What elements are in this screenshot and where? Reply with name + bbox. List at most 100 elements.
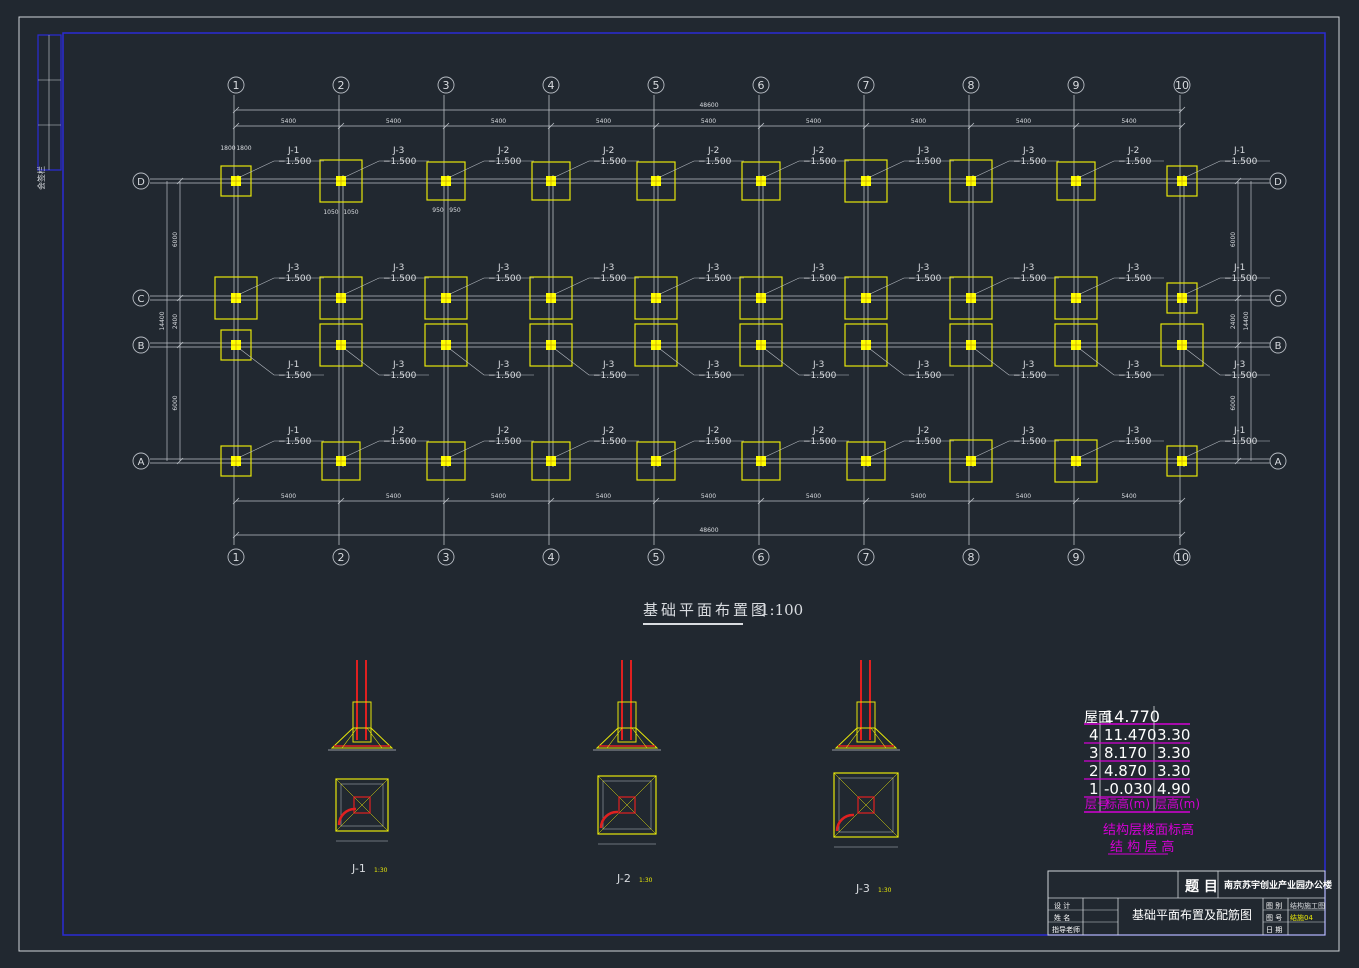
footing-C9 xyxy=(1054,276,1098,320)
footing-B9 xyxy=(1054,323,1098,367)
footing-type-label: J-3 xyxy=(497,263,509,273)
detail-scale: 1:30 xyxy=(639,877,653,884)
bay-dimension: 5400 xyxy=(1121,493,1136,500)
axis-bubble-4 xyxy=(542,548,560,566)
bay-dimension: 5400 xyxy=(491,493,506,500)
footing-elevation-label: −1.500 xyxy=(278,371,312,381)
axis-bubble-10 xyxy=(1173,548,1191,566)
footing-A6 xyxy=(741,441,781,481)
footing-B3 xyxy=(424,323,468,367)
footing-elevation-label: −1.500 xyxy=(698,274,732,284)
right-label-2: 图 号 xyxy=(1266,914,1282,922)
footing-elevation-label: −1.500 xyxy=(383,157,417,167)
right-label-3: 日 期 xyxy=(1266,926,1282,934)
footing-A3 xyxy=(426,441,466,481)
axis-label-4: 4 xyxy=(548,79,555,92)
axis-bubble-10 xyxy=(1173,76,1191,94)
axis-bubble-6 xyxy=(752,76,770,94)
footing-C1 xyxy=(214,276,258,320)
header-elevation: 标高(m) xyxy=(1105,796,1150,811)
axis-label-1: 1 xyxy=(233,551,240,564)
footing-A1 xyxy=(220,445,252,477)
footing-layer xyxy=(214,159,1204,483)
detail-dimension: 950 xyxy=(449,207,461,214)
footing-C8 xyxy=(949,276,993,320)
axis-bubble-7 xyxy=(857,76,875,94)
axis-bubble-B xyxy=(132,336,150,354)
axis-bubble-5 xyxy=(647,76,665,94)
axis-label-9: 9 xyxy=(1073,551,1080,564)
footing-B6 xyxy=(739,323,783,367)
footing-type-label: J-3 xyxy=(1127,360,1139,370)
footing-elevation-label: −1.500 xyxy=(488,157,522,167)
footing-elevation-label: −1.500 xyxy=(488,371,522,381)
axis-label-8: 8 xyxy=(968,551,975,564)
axis-bubble-6 xyxy=(752,548,770,566)
project-label: 题 目 xyxy=(1185,879,1218,895)
axis-label-B: B xyxy=(1275,341,1282,352)
axis-bubble-2 xyxy=(332,76,350,94)
footing-D5 xyxy=(636,161,676,201)
axis-label-6: 6 xyxy=(758,79,765,92)
axis-bubble-3 xyxy=(437,548,455,566)
footing-elevation-label: −1.500 xyxy=(278,274,312,284)
footing-D2 xyxy=(319,159,363,203)
footing-B4 xyxy=(529,323,573,367)
bay-dimension: 5400 xyxy=(806,118,821,125)
footing-type-label: J-3 xyxy=(1022,146,1034,156)
detail-label: J-3 xyxy=(855,882,870,895)
footing-type-label: J-2 xyxy=(497,146,509,156)
axis-label-10: 10 xyxy=(1175,79,1189,92)
right-label-1: 图 别 xyxy=(1266,901,1282,910)
bay-dimension: 5400 xyxy=(806,493,821,500)
axis-label-7: 7 xyxy=(863,551,870,564)
footing-type-label: J-1 xyxy=(287,146,299,156)
floor-number: 2 xyxy=(1089,762,1099,780)
footing-B2 xyxy=(319,323,363,367)
header-floor: 层号 xyxy=(1085,797,1109,811)
axis-label-C: C xyxy=(1275,294,1282,305)
bay-dimension: 5400 xyxy=(386,493,401,500)
footing-elevation-label: −1.500 xyxy=(1224,274,1258,284)
floor-elevation: 8.170 xyxy=(1104,744,1147,762)
footing-type-label: J-2 xyxy=(602,146,614,156)
footing-type-label: J-3 xyxy=(1022,263,1034,273)
title-block: 题 目 南京苏宇创业产业园办公楼 基础平面布置及配筋图 设 计 姓 名 指导老师… xyxy=(1047,870,1332,936)
header-height: 层高(m) xyxy=(1155,796,1200,811)
footing-type-label: J-3 xyxy=(917,360,929,370)
footing-elevation-label: −1.500 xyxy=(1013,274,1047,284)
axis-bubble-A xyxy=(1269,452,1287,470)
detail-dimension: 1050 xyxy=(343,209,358,216)
detail-dimension: 1800 xyxy=(220,145,235,152)
axis-bubble-1 xyxy=(227,76,245,94)
footing-type-label: J-3 xyxy=(707,263,719,273)
footing-type-label: J-2 xyxy=(707,146,719,156)
footing-type-label: J-1 xyxy=(287,426,299,436)
footing-type-label: J-3 xyxy=(1022,360,1034,370)
footing-C5 xyxy=(634,276,678,320)
footing-elevation-label: −1.500 xyxy=(488,437,522,447)
footing-type-label: J-3 xyxy=(1127,426,1139,436)
axis-bubble-9 xyxy=(1067,548,1085,566)
left-row-3: 指导老师 xyxy=(1052,925,1080,934)
axis-label-5: 5 xyxy=(653,551,660,564)
footing-D6 xyxy=(741,161,781,201)
bay-dimension: 5400 xyxy=(701,493,716,500)
bay-dimension: 5400 xyxy=(1121,118,1136,125)
footing-elevation-label: −1.500 xyxy=(383,437,417,447)
footing-C6 xyxy=(739,276,783,320)
plan-scale: 1:100 xyxy=(760,601,803,619)
footing-A4 xyxy=(531,441,571,481)
footing-elevation-label: −1.500 xyxy=(803,157,837,167)
axis-bubble-8 xyxy=(962,548,980,566)
row-spacing-dimension: 2400 xyxy=(1230,314,1237,329)
axis-label-8: 8 xyxy=(968,79,975,92)
footing-type-label: J-3 xyxy=(392,263,404,273)
detail-dimension: 950 xyxy=(432,207,444,214)
bay-dimension: 5400 xyxy=(281,493,296,500)
total-length-dimension: 48600 xyxy=(699,527,718,534)
footing-type-label: J-3 xyxy=(1127,263,1139,273)
footing-type-label: J-3 xyxy=(287,263,299,273)
